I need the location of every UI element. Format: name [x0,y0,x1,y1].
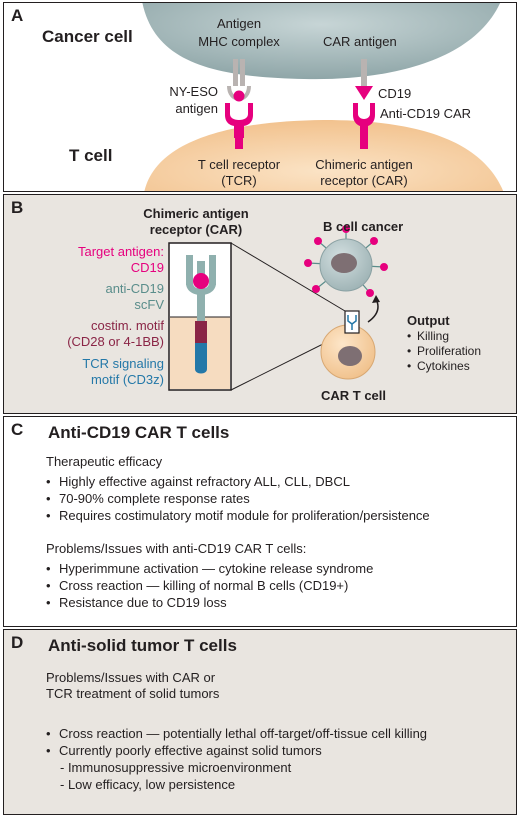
output-item: Proliferation [407,344,481,359]
problem-item: Resistance due to CD19 loss [46,594,373,611]
car-title: Chimeric antigen receptor (CAR) [143,206,249,237]
costim-motif [195,321,207,343]
solid-tumor-item: Cross reaction — potentially lethal off-… [46,725,427,742]
car-t-cell-label: CAR T cell [321,388,387,403]
target-antigen-label: Target antigen: CD19 [77,244,164,275]
efficacy-item: Highly effective against refractory ALL,… [46,473,430,490]
panel-b-letter: B [11,198,24,217]
panel-b: B Chimeric antigen receptor (CAR) Target… [3,194,517,414]
panel-a-letter: A [11,6,24,25]
problem-item: Cross reaction — killing of normal B cel… [46,577,373,594]
scfv-arm [209,255,216,285]
nyeso-antigen [233,90,245,102]
cd19-label: CD19 [378,86,412,101]
scfv-arm [186,255,193,285]
panel-b-illustration [168,225,388,391]
cancer-cell-shape [142,3,500,80]
problems-heading: Problems/Issues with anti-CD19 CAR T cel… [46,541,307,556]
mhc-stalk [233,59,238,86]
panel-d: D Anti-solid tumor T cells Problems/Issu… [3,629,517,815]
panel-c-letter: C [11,420,24,439]
nyeso-antigen-label: NY-ESO antigen [169,84,218,116]
efficacy-heading: Therapeutic efficacy [46,454,163,469]
arrow-head [372,295,380,303]
efficacy-list: Highly effective against refractory ALL,… [46,473,430,524]
tcr-signaling-label: TCR signaling motif (CD3z) [82,356,164,387]
solid-tumor-sublist: - Immunosuppressive microenvironment - L… [60,759,291,793]
solid-tumor-subitem: - Low efficacy, low persistence [60,777,236,792]
output-title: Output [407,313,450,328]
panel-c-title: Anti-CD19 CAR T cells [48,423,230,442]
efficacy-item: Requires costimulatory motif module for … [46,507,430,524]
car-antigen-label: CAR antigen [323,34,397,49]
tcr-label: T cell receptor (TCR) [197,157,281,188]
scfv-stalk [197,261,205,321]
car-antigen-stalk [361,59,367,86]
solid-tumor-subitem: - Immunosuppressive microenvironment [60,760,292,775]
mini-car [347,315,357,330]
car-label: Chimeric antigen receptor (CAR) [315,157,413,188]
cd19-target [193,273,209,289]
solid-tumor-list: Cross reaction — potentially lethal off-… [46,725,427,759]
zoom-line [230,242,346,312]
b-cell-cancer-label: B cell cancer [323,219,404,234]
output-box: Output Killing Proliferation Cytokines [407,312,481,374]
output-list: Killing Proliferation Cytokines [407,329,481,374]
solid-tumor-problems-heading: Problems/Issues with CAR or TCR treatmen… [46,670,220,701]
cancer-cell-label: Cancer cell [42,27,133,46]
costim-label: costim. motif (CD28 or 4-1BB) [67,318,164,349]
b-cell-cancer-cell [304,225,388,297]
cd19-antigen [355,86,373,100]
anti-cd19-car-label: Anti-CD19 CAR [380,106,472,121]
output-item: Killing [407,329,481,344]
panel-a: A Cancer cell T cell Antigen MHC complex… [3,2,517,192]
panel-d-letter: D [11,633,24,652]
panel-d-title: Anti-solid tumor T cells [48,636,237,655]
tcr-stem [234,126,244,138]
mhc-stalk [240,59,245,86]
car-receptor [353,103,375,149]
problem-item: Hyperimmune activation — cytokine releas… [46,560,373,577]
solid-tumor-item: Currently poorly effective against solid… [46,742,427,759]
t-cell-label: T cell [69,146,113,165]
cd3z-motif [195,343,207,374]
panel-a-illustration [142,3,504,191]
efficacy-item: 70-90% complete response rates [46,490,430,507]
problems-list: Hyperimmune activation — cytokine releas… [46,560,373,611]
car-t-cell [320,324,376,380]
panel-c: C Anti-CD19 CAR T cells Therapeutic effi… [3,416,517,627]
scfv-label: anti-CD19 scFV [105,281,164,312]
output-item: Cytokines [407,359,481,374]
mhc-complex-label: Antigen MHC complex [198,16,280,49]
